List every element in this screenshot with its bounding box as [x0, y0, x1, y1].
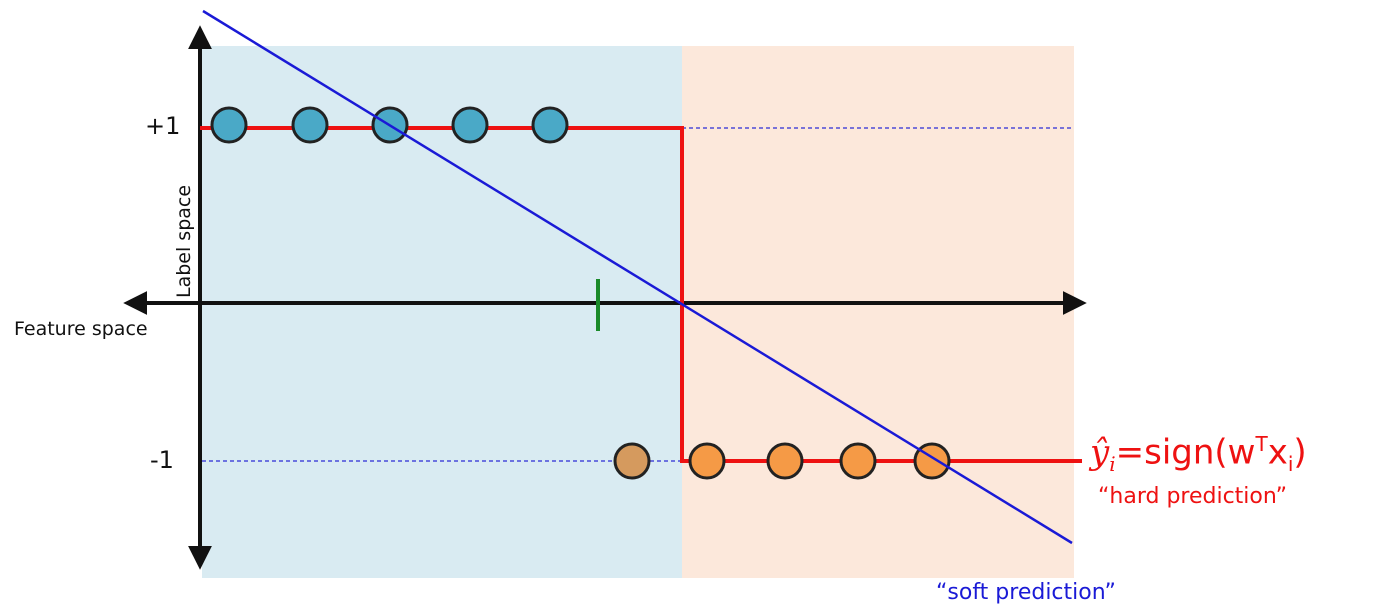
y-axis-label: Label space [173, 184, 195, 298]
misclassified-point [613, 442, 651, 480]
formula-yhat: ŷ [1090, 432, 1110, 473]
formula-sup: T [1255, 432, 1268, 456]
positive-point [531, 106, 569, 144]
positive-points [210, 106, 569, 144]
positive-point [291, 106, 329, 144]
hard-prediction-line [200, 126, 1082, 463]
positive-point [210, 106, 248, 144]
soft-prediction-label: “soft prediction” [936, 580, 1116, 605]
formula-x-sub: i [1287, 452, 1294, 477]
formula-x: x [1267, 432, 1288, 473]
right-region [682, 46, 1074, 578]
x-axis-label: Feature space [14, 318, 148, 340]
soft-prediction-line [202, 9, 1073, 545]
negative-point [839, 442, 877, 480]
left-region [202, 46, 682, 578]
formula-eq: =sign(w [1115, 432, 1256, 473]
formula-yhat-sub: i [1109, 452, 1116, 477]
negative-point [688, 442, 726, 480]
positive-point [451, 106, 489, 144]
hard-prediction-label: “hard prediction” [1098, 484, 1288, 509]
y-tick-plus-one: +1 [145, 112, 181, 140]
y-tick-minus-one: -1 [150, 446, 174, 474]
formula-close: ) [1293, 432, 1307, 473]
prediction-formula: ŷi=sign(wTxi) [1090, 432, 1307, 476]
negative-point [766, 442, 804, 480]
